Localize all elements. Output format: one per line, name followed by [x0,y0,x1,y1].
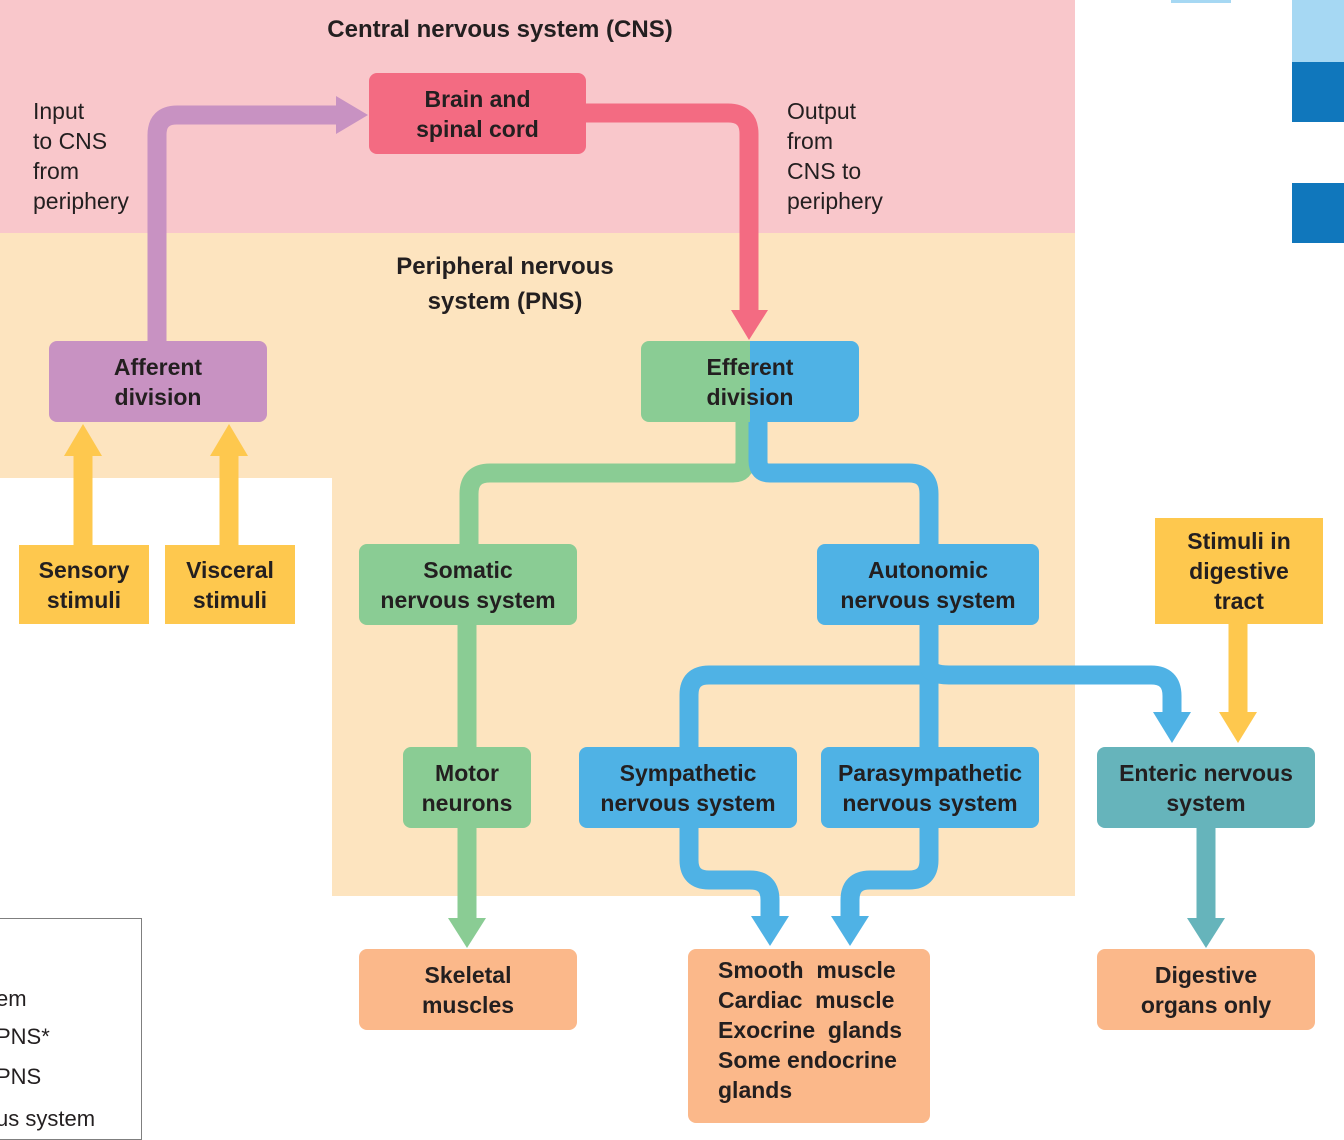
skeletal-muscles-box: Skeletal muscles [359,949,577,1030]
visceral-stimuli-box: Visceral stimuli [165,545,295,624]
autonomic-nervous-system-box: Autonomic nervous system [817,544,1039,625]
arrowhead-to-digestive [1187,918,1225,948]
afferent-division-box: Afferent division [49,341,267,422]
digestive-tract-stimuli-box: Stimuli in digestive tract [1155,518,1323,624]
somatic-nervous-system-box: Somatic nervous system [359,544,577,625]
edge-decoration [1292,0,1344,62]
legend-item: PNS* [0,1024,50,1049]
input-note: Input to CNS from periphery [33,98,129,214]
arrowhead-to-skeletal [448,918,486,948]
enteric-nervous-system-box: Enteric nervous system [1097,747,1315,828]
sympathetic-nervous-system-box: Sympathetic nervous system [579,747,797,828]
edge-decoration [1171,0,1231,3]
legend: em PNS* PNS us system [0,918,142,1140]
arrowhead-parasympathetic-to-smooth [831,916,869,946]
motor-neurons-box: Motor neurons [403,747,531,828]
output-note: Output from CNS to periphery [787,98,883,214]
edge-decoration [1292,62,1344,122]
smooth-cardiac-glands-box: Smooth muscle Cardiac muscle Exocrine gl… [688,949,930,1123]
cns-title: Central nervous system (CNS) [327,16,673,43]
arrowhead-to-enteric-blue [1153,712,1191,743]
arrowhead-to-enteric-yellow [1219,712,1257,743]
brain-spinal-cord-box: Brain and spinal cord [369,73,586,154]
edge-decoration [1292,183,1344,243]
efferent-division-box: Efferent division [641,341,859,422]
pns-region-lower [332,478,1075,896]
pns-title: Peripheral nervous system (PNS) [396,253,614,315]
parasympathetic-nervous-system-box: Parasympathetic nervous system [821,747,1039,828]
legend-item: us system [0,1106,96,1131]
legend-item: PNS [0,1064,42,1089]
sensory-stimuli-box: Sensory stimuli [19,545,149,624]
digestive-organs-box: Digestive organs only [1097,949,1315,1030]
legend-item: em [0,986,27,1011]
arrowhead-sympathetic-to-smooth [751,916,789,946]
